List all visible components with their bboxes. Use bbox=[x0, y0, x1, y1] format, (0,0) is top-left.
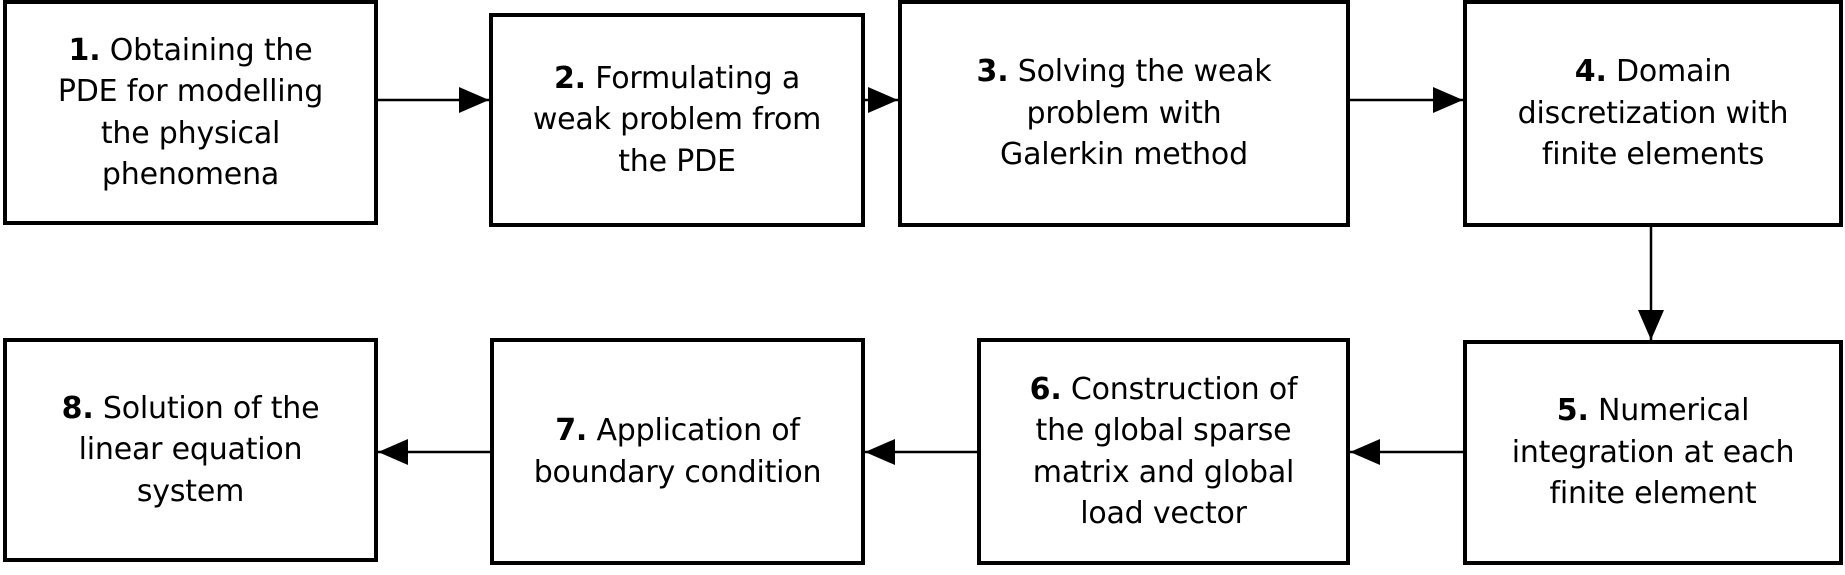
node-step-text: Obtaining the PDE for modelling the phys… bbox=[57, 32, 324, 192]
flowchart-node-step-1[interactable]: 1. Obtaining the PDE for modelling the p… bbox=[3, 0, 378, 225]
node-label: 4. Domain discretization with finite ele… bbox=[1518, 51, 1789, 175]
flowchart-arrow-edge-2-3 bbox=[865, 87, 898, 113]
node-step-number: 6. bbox=[1029, 371, 1062, 407]
node-label: 7. Application of boundary condition bbox=[534, 410, 822, 493]
flowchart-node-step-5[interactable]: 5. Numerical integration at each finite … bbox=[1463, 340, 1843, 565]
node-step-number: 1. bbox=[68, 32, 101, 68]
flowchart-node-step-8[interactable]: 8. Solution of the linear equation syste… bbox=[3, 338, 378, 562]
node-step-number: 7. bbox=[555, 413, 588, 449]
flowchart-arrow-edge-5-6 bbox=[1350, 439, 1463, 465]
node-step-text: Solution of the linear equation system bbox=[78, 390, 320, 509]
node-label: 6. Construction of the global sparse mat… bbox=[1030, 369, 1298, 535]
node-label: 1. Obtaining the PDE for modelling the p… bbox=[58, 30, 323, 196]
node-step-number: 2. bbox=[554, 60, 586, 96]
flowchart-node-step-7[interactable]: 7. Application of boundary condition bbox=[490, 338, 865, 565]
node-label: 2. Formulating a weak problem from the P… bbox=[532, 58, 822, 182]
flowchart-arrow-edge-7-8 bbox=[378, 439, 490, 465]
flowchart-node-step-4[interactable]: 4. Domain discretization with finite ele… bbox=[1463, 0, 1843, 227]
flowchart-arrow-edge-4-5 bbox=[1638, 227, 1664, 340]
flowchart-node-step-2[interactable]: 2. Formulating a weak problem from the P… bbox=[489, 13, 865, 227]
flowchart-node-step-3[interactable]: 3. Solving the weak problem with Galerki… bbox=[898, 0, 1350, 227]
node-step-text: Construction of the global sparse matrix… bbox=[1032, 371, 1298, 531]
node-label: 5. Numerical integration at each finite … bbox=[1512, 390, 1795, 514]
node-step-text: Formulating a weak problem from the PDE bbox=[532, 60, 822, 179]
node-step-text: Solving the weak problem with Galerkin m… bbox=[1000, 54, 1272, 173]
node-step-text: Numerical integration at each finite ele… bbox=[1511, 393, 1795, 512]
node-step-text: Application of boundary condition bbox=[533, 413, 822, 490]
node-step-number: 4. bbox=[1574, 54, 1607, 90]
node-step-number: 5. bbox=[1556, 393, 1589, 429]
flowchart-arrow-edge-3-4 bbox=[1350, 87, 1463, 113]
flowchart-arrow-edge-6-7 bbox=[865, 439, 977, 465]
node-step-text: Domain discretization with finite elemen… bbox=[1517, 54, 1789, 173]
node-label: 3. Solving the weak problem with Galerki… bbox=[977, 51, 1272, 175]
flowchart-arrow-edge-1-2 bbox=[378, 87, 489, 113]
flowchart-node-step-6[interactable]: 6. Construction of the global sparse mat… bbox=[977, 338, 1350, 565]
node-label: 8. Solution of the linear equation syste… bbox=[62, 388, 320, 512]
node-step-number: 3. bbox=[976, 54, 1009, 90]
node-step-number: 8. bbox=[61, 390, 94, 426]
